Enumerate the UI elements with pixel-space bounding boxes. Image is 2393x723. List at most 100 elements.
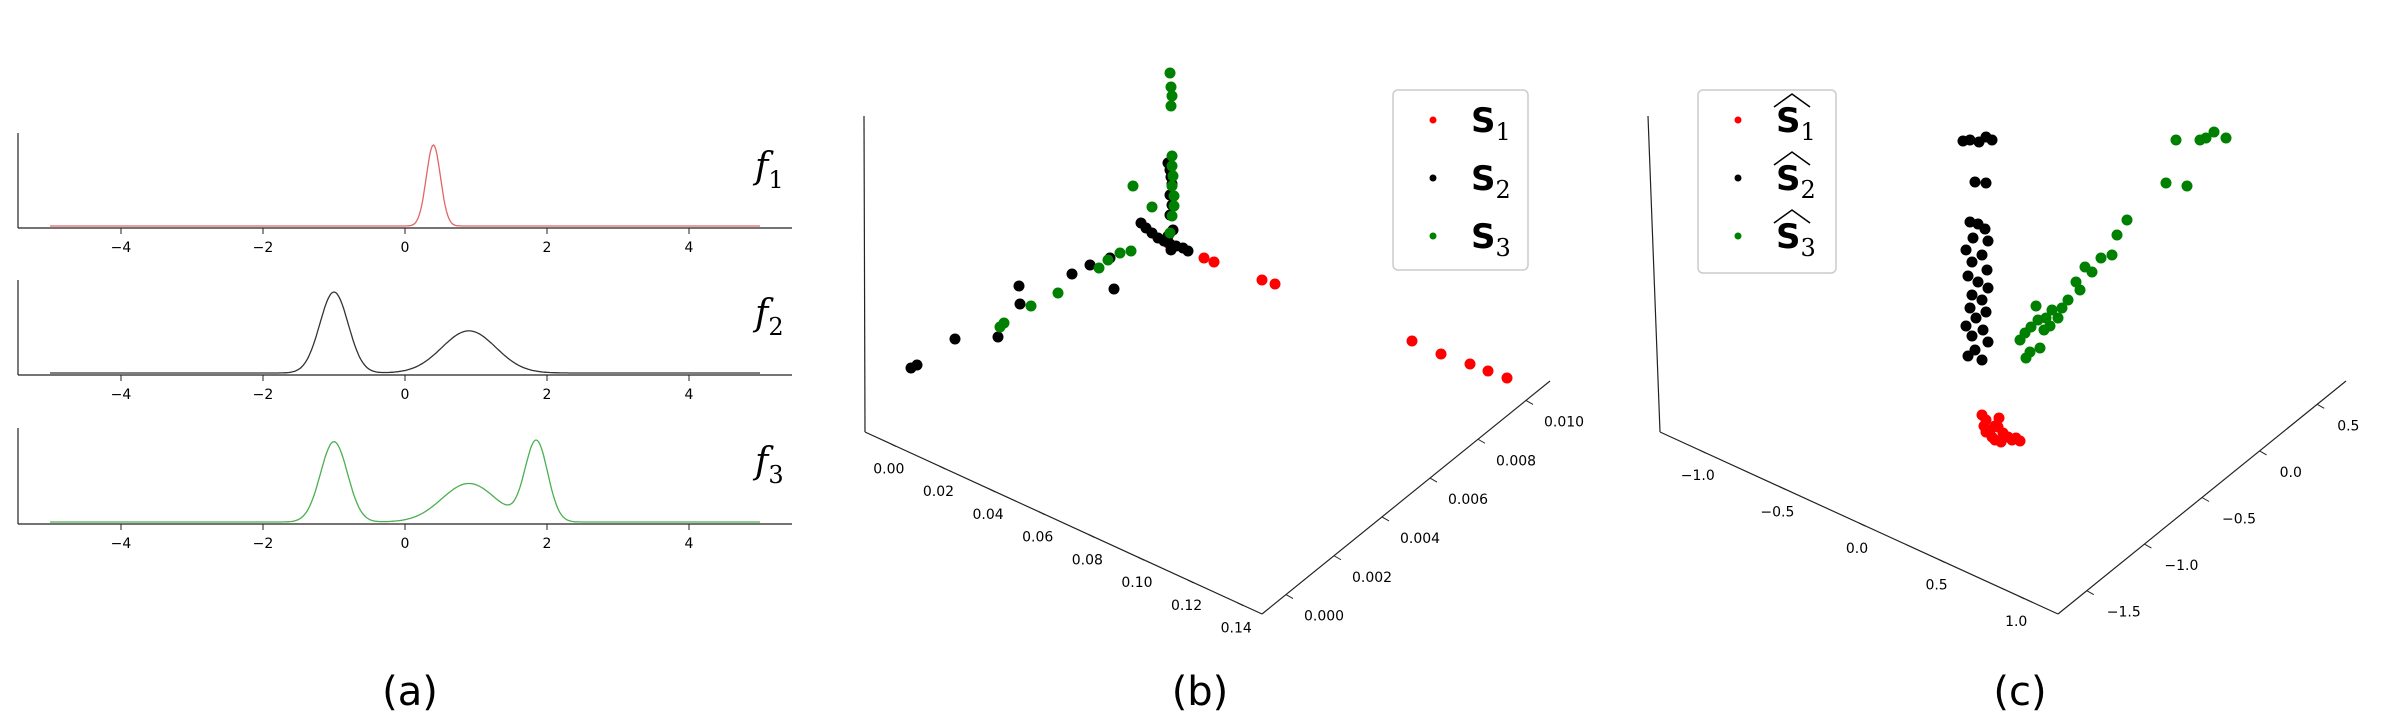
scatter-point bbox=[1406, 335, 1418, 347]
hat-accent bbox=[1773, 93, 1811, 108]
axis-tick-mark bbox=[1381, 516, 1390, 522]
axis-tick-label: 0.006 bbox=[1448, 492, 1488, 508]
x-tick-label: 0 bbox=[401, 240, 410, 256]
x-tick-label: 0 bbox=[401, 387, 410, 403]
legend-label: S3 bbox=[1471, 217, 1511, 262]
axis-tick-mark bbox=[939, 465, 946, 470]
axis-tick-label: 0.00 bbox=[873, 461, 904, 477]
scatter-point bbox=[1269, 278, 1281, 290]
axis-tick-mark bbox=[1525, 399, 1534, 405]
legend-label: S1 bbox=[1776, 101, 1816, 146]
scatter-point bbox=[994, 321, 1006, 333]
axis-tick-label: 0.010 bbox=[1544, 414, 1584, 430]
hat-accent bbox=[1773, 209, 1811, 224]
scatter-point bbox=[1964, 134, 1976, 146]
scatter-point bbox=[2170, 134, 2182, 146]
scatter-point bbox=[2074, 284, 2086, 296]
scatter-point bbox=[1066, 268, 1078, 280]
scatter-point bbox=[1093, 262, 1105, 274]
axis-tick-mark bbox=[988, 488, 996, 493]
scatter-point bbox=[2208, 126, 2220, 138]
scatter-point bbox=[1964, 302, 1976, 314]
scatter-point bbox=[1198, 252, 1210, 264]
scatter-point bbox=[1464, 358, 1476, 370]
function-label: f3 bbox=[752, 441, 784, 489]
scatter-point bbox=[1482, 365, 1494, 377]
scatter-point bbox=[2014, 435, 2026, 447]
axis-tick-label: 0.06 bbox=[1022, 530, 1053, 546]
x-tick-label: −2 bbox=[253, 240, 274, 256]
axis-tick-label: −1.5 bbox=[2107, 605, 2141, 621]
scatter-point bbox=[2014, 334, 2026, 346]
scatter-point bbox=[1501, 372, 1513, 384]
scatter-point bbox=[1972, 276, 1984, 288]
scatter-point bbox=[1962, 270, 1974, 282]
x-tick-label: 4 bbox=[685, 387, 694, 403]
axis-tick-label: −0.5 bbox=[1760, 505, 1794, 521]
legend-frame bbox=[1697, 89, 1837, 274]
x-tick-label: 2 bbox=[543, 387, 552, 403]
scatter-point bbox=[1980, 177, 1992, 189]
axis-tick-label: 0.5 bbox=[2337, 418, 2359, 434]
legend-label: S1 bbox=[1471, 101, 1511, 146]
legend-frame bbox=[1392, 89, 1529, 271]
scatter-point bbox=[1967, 232, 1979, 244]
axis-tick-mark bbox=[1038, 511, 1045, 516]
scatter-point bbox=[2032, 314, 2044, 326]
axis-tick-mark bbox=[2086, 590, 2095, 596]
scatter-series-3 bbox=[994, 67, 1180, 333]
scatter-point bbox=[992, 331, 1004, 343]
scatter-point bbox=[1960, 244, 1972, 256]
scatter-point bbox=[1165, 81, 1177, 93]
scatter-point bbox=[1980, 306, 1992, 318]
scatter-point bbox=[2034, 342, 2046, 354]
scatter-point bbox=[1167, 170, 1179, 182]
panel-b: 0.000.020.040.060.080.100.120.140.0000.0… bbox=[863, 67, 1584, 637]
axis-tick-mark bbox=[1699, 449, 1707, 454]
scatter-point bbox=[2056, 302, 2068, 314]
axis-tick-label: 0.08 bbox=[1072, 552, 1103, 568]
scatter-point bbox=[1166, 160, 1178, 172]
scatter-series-1 bbox=[1976, 409, 2026, 448]
axis-tick-mark bbox=[2259, 450, 2267, 456]
caption-c: (c) bbox=[1993, 669, 2046, 715]
axis-tick-label: 0.02 bbox=[923, 484, 954, 500]
axis-tick-mark bbox=[2017, 595, 2025, 600]
scatter-point bbox=[1435, 348, 1447, 360]
axis-b-x bbox=[864, 431, 1263, 615]
scatter-point bbox=[2220, 132, 2232, 144]
scatter-point bbox=[1165, 100, 1177, 112]
legend-marker bbox=[1429, 116, 1437, 124]
axis-tick-label: −0.5 bbox=[2222, 512, 2256, 528]
legend-marker bbox=[1734, 232, 1742, 240]
legend-label: S2 bbox=[1471, 159, 1511, 204]
scatter-point bbox=[1966, 330, 1978, 342]
scatter-point bbox=[1978, 420, 1990, 432]
axis-tick-label: 1.0 bbox=[2005, 614, 2027, 630]
scatter-series-2 bbox=[1957, 131, 1998, 366]
legend-marker bbox=[1734, 116, 1742, 124]
scatter-point bbox=[1146, 201, 1158, 213]
axis-tick-mark bbox=[2201, 497, 2210, 502]
x-tick-label: −4 bbox=[111, 387, 132, 403]
axis-tick-label: 0.004 bbox=[1400, 531, 1440, 547]
scatter-point bbox=[1164, 227, 1176, 239]
scatter-point bbox=[1966, 289, 1978, 301]
axis-tick-label: 0.008 bbox=[1496, 453, 1536, 469]
scatter-point bbox=[1168, 200, 1180, 212]
scatter-point bbox=[2044, 320, 2056, 332]
scatter-point bbox=[911, 359, 923, 371]
axis-b-vertical bbox=[863, 115, 866, 433]
axis-tick-mark bbox=[1779, 486, 1786, 491]
scatter-point bbox=[1982, 235, 1994, 247]
legend-label: S3 bbox=[1776, 217, 1816, 262]
scatter-point bbox=[1052, 287, 1064, 299]
scatter-point bbox=[2046, 304, 2058, 316]
scatter-point bbox=[1986, 134, 1998, 146]
